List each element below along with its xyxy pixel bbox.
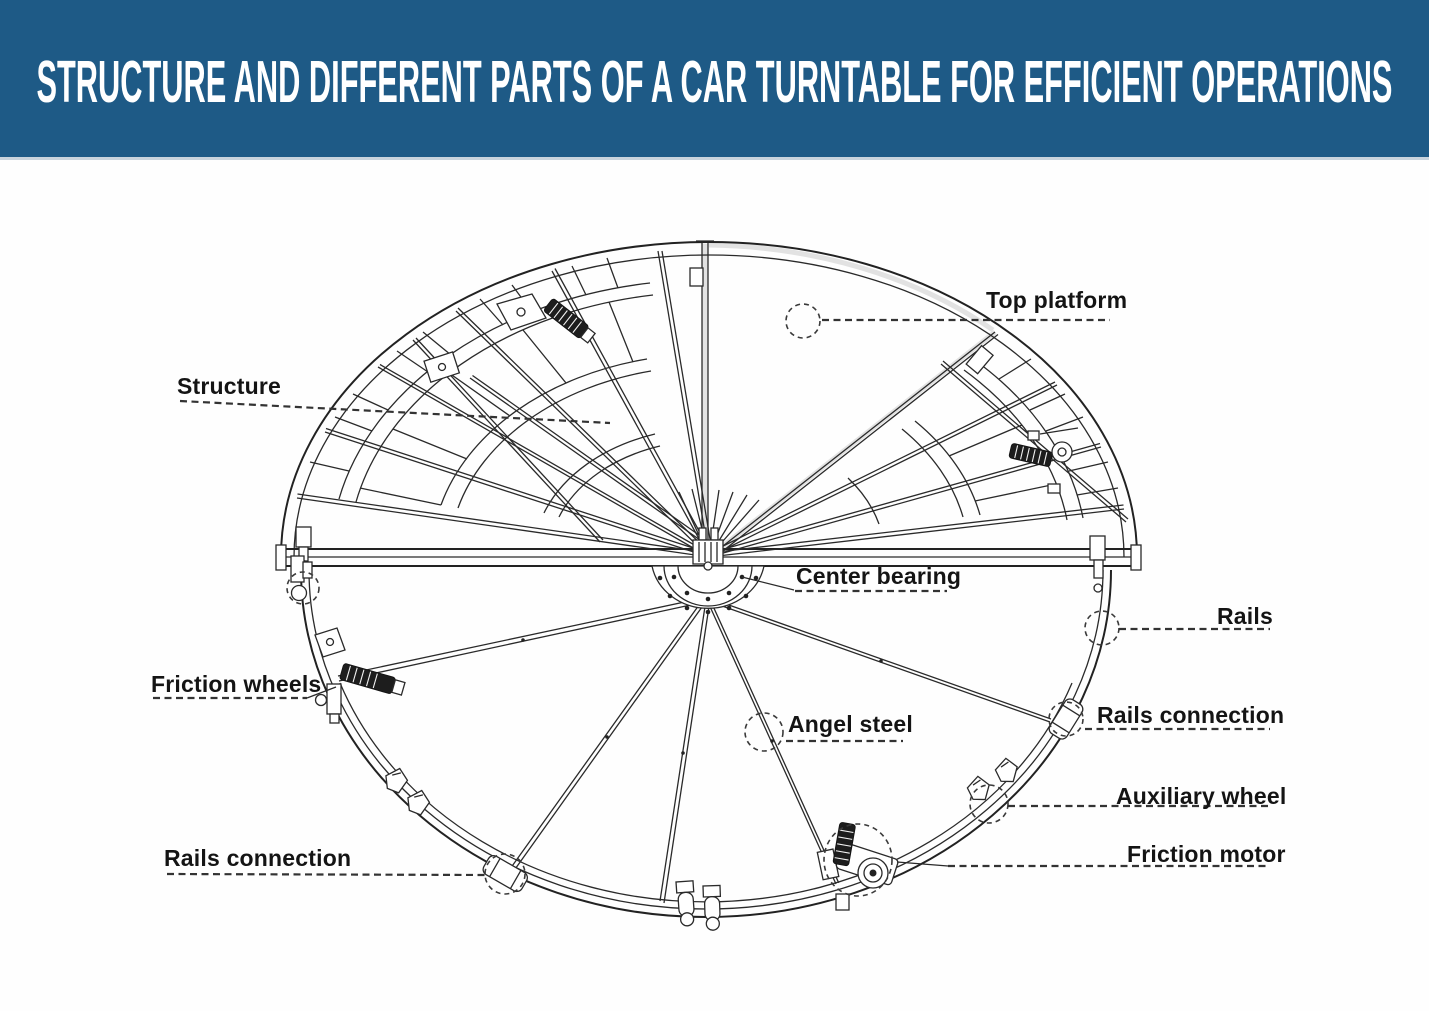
callouts: [153, 303, 1270, 897]
callout-circle-top-platform: [785, 303, 821, 339]
label-friction-wheels: Friction wheels: [151, 671, 322, 697]
hanger-left: [290, 555, 313, 602]
label-structure: Structure: [177, 373, 282, 399]
friction-wheels-part: [314, 627, 406, 724]
callout-circle-friction-motor: [823, 823, 893, 897]
top-platform-sector: [696, 240, 999, 561]
callout-circle-angel-steel: [744, 712, 784, 752]
rails-connection-left-part: [482, 855, 529, 893]
bottom-clamp-part: [675, 880, 722, 931]
friction-motor-part: [816, 822, 899, 911]
platform-clamp: [965, 344, 994, 375]
center-bearing-part: [651, 527, 765, 615]
label-rails-connection-right: Rails connection: [1097, 702, 1285, 728]
callout-circle-rails-connection-left: [484, 853, 526, 895]
page-title: STRUCTURE AND DIFFERENT PARTS OF A CAR T…: [36, 48, 1393, 115]
hanger-right: [1089, 535, 1106, 593]
auxiliary-wheel-left-part: [385, 767, 431, 816]
title-banner: STRUCTURE AND DIFFERENT PARTS OF A CAR T…: [0, 0, 1429, 160]
label-friction-motor: Friction motor: [1127, 841, 1286, 867]
rails-connection-right-part: [1048, 698, 1084, 740]
callout-circle-hanger-left: [286, 571, 320, 605]
leader-structure: [179, 399, 611, 425]
label-center-bearing: Center bearing: [796, 563, 962, 589]
label-angel-steel: Angel steel: [788, 711, 913, 737]
undercarriage: [290, 527, 1112, 931]
label-top-platform: Top platform: [986, 287, 1128, 313]
callout-circle-rails-connection-right: [1048, 701, 1084, 737]
callout-circle-auxiliary-wheel: [969, 784, 1009, 824]
structure-motor-right-part: [1008, 427, 1079, 494]
auxiliary-wheel-part: [966, 757, 1018, 801]
structure-motor-part: [496, 293, 597, 344]
edge-bracket: [689, 267, 704, 287]
label-auxiliary-wheel: Auxiliary wheel: [1116, 783, 1287, 809]
angel-steel-spokes: [337, 596, 1052, 904]
label-rails-connection-left: Rails connection: [164, 845, 352, 871]
leader-rails-connection-left: [166, 872, 486, 877]
label-rails: Rails: [1217, 603, 1273, 629]
